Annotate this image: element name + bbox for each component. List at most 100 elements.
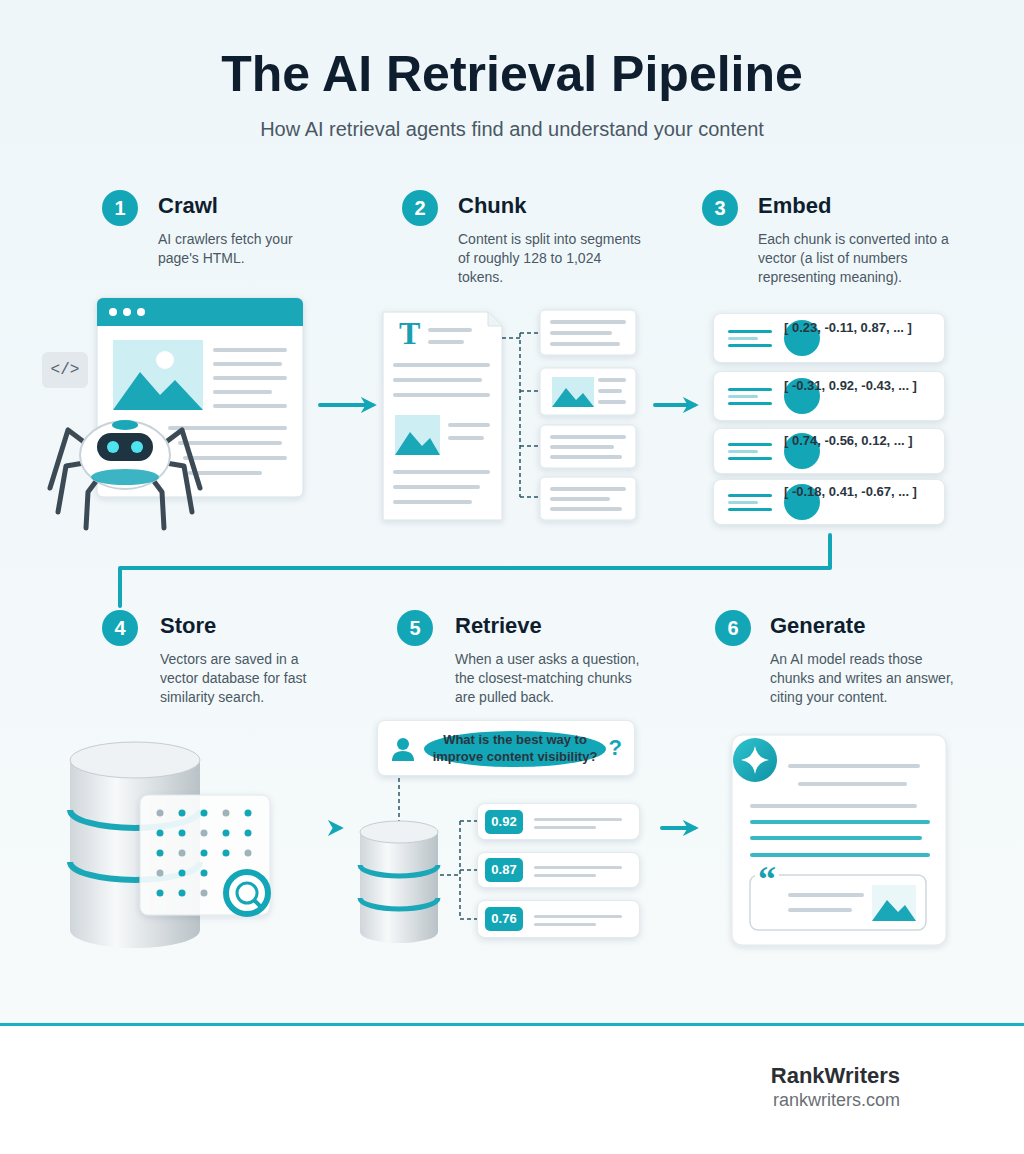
browser-window-part-part [215, 390, 270, 394]
line-placeholder [534, 866, 622, 869]
vector-dot [157, 830, 164, 837]
answer-card-part [872, 885, 916, 921]
background-part [0, 1023, 1024, 1026]
answer-card-part-part [800, 782, 905, 786]
text-icon: T [399, 316, 420, 350]
vector-dot [179, 830, 186, 837]
vector-values: [ 0.23, -0.11, 0.87, ... ] [784, 320, 820, 356]
crawler-spider-part [112, 420, 138, 430]
line-placeholder [728, 450, 758, 453]
document-part-part [395, 500, 470, 504]
line-placeholder [728, 443, 772, 446]
step-description: Each chunk is converted into a vector (a… [758, 230, 973, 287]
browser-window-part [113, 372, 203, 410]
document-part-part [450, 423, 488, 427]
browser-window-part [137, 308, 145, 316]
user-head [397, 738, 409, 750]
chunk-cards-part-part [552, 487, 624, 491]
chunk-cards-part-part [600, 400, 624, 404]
document-part [395, 330, 488, 502]
step-number: 2 [402, 190, 438, 226]
pipeline-step: 5RetrieveWhen a user asks a question, th… [345, 608, 657, 948]
browser-window-part [97, 298, 303, 326]
document-part-part [395, 470, 488, 474]
step-description: When a user asks a question, the closest… [455, 650, 655, 707]
browser-window-part-part [180, 441, 280, 445]
crawler-spider-part [107, 441, 119, 453]
retrieval-store-part [360, 865, 438, 876]
step-description: AI crawlers fetch your page's HTML. [158, 230, 313, 268]
chunk-cards-part-part [552, 445, 612, 449]
retrieval-store-part [360, 898, 438, 909]
vector-database [70, 742, 270, 948]
vector-card: [ 0.74, -0.56, 0.12, ... ] [713, 428, 945, 474]
vector-database-part [255, 901, 262, 908]
document-part [488, 312, 502, 326]
user-body [392, 751, 414, 761]
question-mark: ? [609, 736, 622, 760]
answer-card-part [741, 746, 769, 774]
chunk-cards-part [540, 310, 636, 520]
step-description: An AI model reads those chunks and write… [770, 650, 970, 707]
chunk-cards-part-part [540, 477, 636, 520]
step-number: 1 [102, 190, 138, 226]
crawler-spider-part [131, 441, 143, 453]
user-icon [390, 736, 416, 762]
step-description: Content is split into segments of roughl… [458, 230, 648, 287]
document-part [502, 333, 540, 497]
background-part [0, 0, 1024, 1024]
browser-window-part-part [215, 376, 285, 380]
vector-database-part [70, 912, 200, 948]
brand-name: RankWriters [600, 1063, 900, 1089]
step-heading: Crawl [158, 192, 218, 220]
vector-values: [ 0.74, -0.56, 0.12, ... ] [784, 433, 820, 469]
vector-dot [245, 810, 252, 817]
answer-card-part [733, 738, 777, 782]
vector-dot [179, 890, 186, 897]
vector-dot [201, 810, 208, 817]
line-placeholder [728, 501, 758, 504]
step-heading: Generate [770, 612, 865, 640]
vector-card: [ -0.18, 0.41, -0.67, ... ] [713, 479, 945, 525]
document-part-part [430, 328, 470, 332]
step-description: Vectors are saved in a vector database f… [160, 650, 328, 707]
vector-dot [201, 890, 208, 897]
line-placeholder [728, 395, 758, 398]
browser-window-part [109, 308, 117, 316]
line-placeholder [728, 508, 772, 511]
line-placeholder [728, 337, 758, 340]
document-part [395, 415, 440, 455]
vector-dot [245, 850, 252, 857]
line-placeholder [728, 402, 772, 405]
chunk-cards-part-part [540, 368, 636, 415]
crawler-spider [50, 420, 200, 528]
chunk-cards-part-part [552, 320, 624, 324]
vector-dot [201, 850, 208, 857]
vector-database-part [70, 742, 200, 778]
vector-database-part [140, 795, 270, 915]
chunk-cards-part-part [552, 342, 618, 346]
line-placeholder [534, 874, 596, 877]
line-placeholder [728, 330, 772, 333]
answer-card-part [752, 766, 928, 855]
chunk-cards-part-part [540, 425, 636, 468]
crawler-spider-part-part [86, 476, 100, 528]
browser-window-part-part [215, 404, 285, 408]
vector-card: [ -0.31, 0.92, -0.43, ... ] [713, 371, 945, 421]
chunk-cards-part-part [552, 497, 608, 501]
flow-arrow [662, 826, 694, 830]
vector-dot [157, 890, 164, 897]
score-row: 0.76 [477, 900, 640, 938]
document-part [383, 312, 502, 520]
chunk-cards-part-part [600, 378, 624, 382]
pipeline-step: 6 Generate An AI model reads those chunks … [700, 608, 975, 953]
retrieval-store [360, 778, 477, 943]
document-part-part [395, 485, 478, 489]
answer-card-part [790, 895, 862, 910]
browser-window-part-part [190, 471, 260, 475]
step-number: 6 [715, 610, 751, 646]
question-bubble: What is the best way to improve content … [377, 720, 635, 776]
vector-dot [201, 830, 208, 837]
